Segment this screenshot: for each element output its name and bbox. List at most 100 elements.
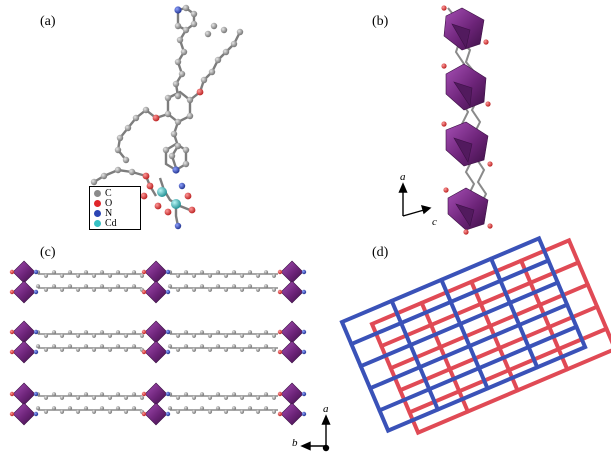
cd-polyhedron xyxy=(144,320,168,344)
panel-b-chain xyxy=(398,5,493,235)
carbon-atom xyxy=(139,333,145,338)
cd-polyhedron xyxy=(12,260,36,284)
cd-polyhedron xyxy=(280,280,304,304)
nitrogen-atom xyxy=(33,329,39,335)
carbon-atom xyxy=(99,392,105,397)
oxygen-atom xyxy=(141,411,147,417)
oxygen-atom xyxy=(141,329,147,335)
carbon-atom xyxy=(131,392,137,397)
carbon-atom xyxy=(191,395,197,400)
carbon-atom xyxy=(231,284,237,289)
carbon-atom xyxy=(91,287,97,292)
carbon-atom xyxy=(239,347,245,352)
carbon-atom xyxy=(43,333,49,338)
carbon-atom xyxy=(263,284,269,289)
carbon-atom xyxy=(123,347,129,352)
nitrogen-atom xyxy=(33,411,39,417)
nitrogen-atom xyxy=(33,349,39,355)
carbon-atom xyxy=(215,344,221,349)
carbon-atom xyxy=(183,392,189,397)
carbon-atom xyxy=(83,392,89,397)
cd-polyhedron xyxy=(280,402,304,426)
carbon-atom xyxy=(99,284,105,289)
oxygen-atom xyxy=(277,289,283,295)
panel-c-packing xyxy=(9,260,307,426)
nitrogen-atom xyxy=(33,269,39,275)
carbon-atom xyxy=(115,284,121,289)
carbon-atom xyxy=(107,409,113,414)
carbon-atom xyxy=(255,347,261,352)
carbon-atom xyxy=(263,270,269,275)
carbon-atom xyxy=(83,330,89,335)
carbon-atom xyxy=(271,409,277,414)
cd-polyhedron xyxy=(280,320,304,344)
carbon-atom xyxy=(83,284,89,289)
carbon-atom xyxy=(91,395,97,400)
carbon-atom xyxy=(247,284,253,289)
atom-legend: C O N Cd xyxy=(89,186,141,230)
carbon-atom xyxy=(231,406,237,411)
cadmium-swatch-icon xyxy=(94,220,101,227)
carbon-atom xyxy=(51,344,57,349)
oxygen-atom xyxy=(9,349,15,355)
cd-polyhedron xyxy=(280,340,304,364)
oxygen-atom xyxy=(9,269,15,275)
nitrogen-atom xyxy=(301,289,307,295)
carbon-atom xyxy=(115,406,121,411)
carbon-atom xyxy=(191,333,197,338)
carbon-atom xyxy=(167,406,173,411)
carbon-atom xyxy=(271,347,277,352)
carbon-swatch-icon xyxy=(94,190,101,197)
nitrogen-atom xyxy=(301,349,307,355)
carbon-atom xyxy=(271,395,277,400)
carbon-atom xyxy=(231,270,237,275)
carbon-atom xyxy=(231,344,237,349)
carbon-atom xyxy=(91,333,97,338)
carbon-atom xyxy=(215,284,221,289)
carbon-atom xyxy=(175,409,181,414)
nitrogen-atom xyxy=(165,349,171,355)
carbon-atom xyxy=(239,273,245,278)
carbon-atom xyxy=(223,287,229,292)
carbon-atom xyxy=(115,344,121,349)
carbon-atom xyxy=(83,406,89,411)
carbon-atom xyxy=(67,330,73,335)
carbon-atom xyxy=(199,270,205,275)
carbon-atom xyxy=(67,270,73,275)
carbon-atom xyxy=(239,333,245,338)
carbon-atom xyxy=(139,395,145,400)
carbon-atom xyxy=(183,406,189,411)
carbon-atom xyxy=(67,392,73,397)
carbon-atom xyxy=(35,284,41,289)
carbon-atom xyxy=(83,270,89,275)
carbon-atom xyxy=(247,270,253,275)
carbon-atom xyxy=(75,347,81,352)
carbon-atom xyxy=(75,273,81,278)
oxygen-atom xyxy=(277,269,283,275)
carbon-atom xyxy=(239,287,245,292)
carbon-atom xyxy=(207,333,213,338)
carbon-atom xyxy=(131,284,137,289)
carbon-atom xyxy=(263,392,269,397)
carbon-atom xyxy=(67,406,73,411)
carbon-atom xyxy=(43,409,49,414)
carbon-atom xyxy=(223,273,229,278)
carbon-atom xyxy=(115,330,121,335)
carbon-atom xyxy=(263,406,269,411)
cd-polyhedron xyxy=(280,260,304,284)
carbon-atom xyxy=(207,287,213,292)
carbon-atom xyxy=(207,395,213,400)
panel-c-axes xyxy=(300,414,331,452)
carbon-atom xyxy=(215,270,221,275)
nitrogen-swatch-icon xyxy=(94,210,101,217)
carbon-atom xyxy=(43,347,49,352)
carbon-atom xyxy=(167,284,173,289)
carbon-atom xyxy=(51,406,57,411)
legend-label: Cd xyxy=(105,218,117,229)
oxygen-atom xyxy=(277,391,283,397)
legend-label: N xyxy=(105,208,113,219)
carbon-atom xyxy=(271,287,277,292)
carbon-atom xyxy=(131,270,137,275)
carbon-atom xyxy=(59,347,65,352)
